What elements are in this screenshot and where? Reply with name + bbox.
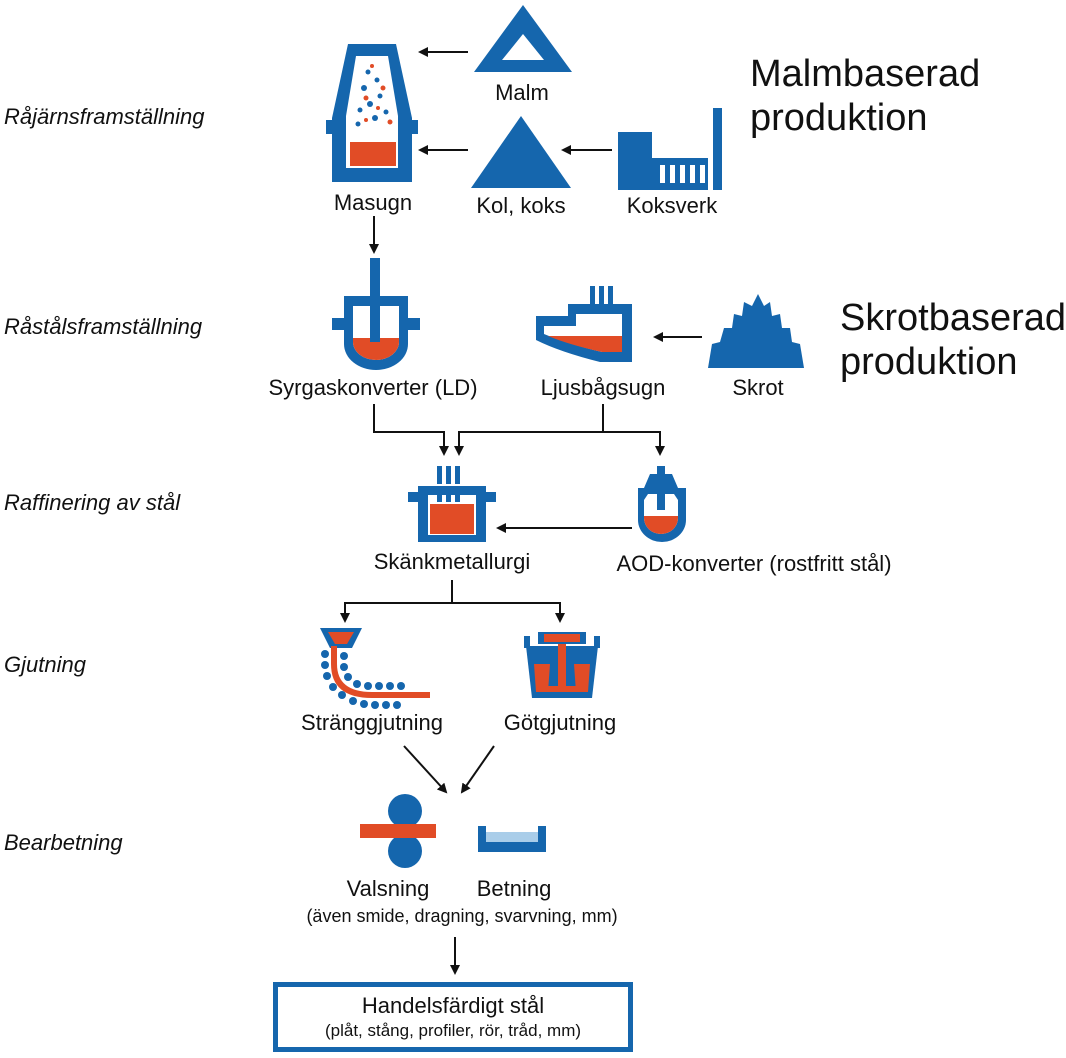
valsning-icon bbox=[360, 794, 436, 868]
stranggjutning-icon bbox=[320, 628, 430, 709]
label-skankmetallurgi: Skänkmetallurgi bbox=[373, 549, 531, 574]
heading-skrotbaserad-line2: produktion bbox=[840, 341, 1018, 383]
arrow-got-bearbetning bbox=[460, 745, 495, 794]
heading-malmbaserad-line2: produktion bbox=[750, 97, 928, 139]
arrow-ljusbag-skank bbox=[454, 404, 604, 456]
label-stranggjutning: Stränggjutning bbox=[301, 710, 443, 735]
arrow-syrgas-skank bbox=[373, 404, 449, 456]
label-syrgaskonverter: Syrgaskonverter (LD) bbox=[268, 375, 478, 400]
stage-rajarnsframstallning: Råjärnsframställning bbox=[4, 104, 205, 129]
label-gotgjutning: Götgjutning bbox=[503, 710, 617, 735]
heading-malmbaserad-line1: Malmbaserad bbox=[750, 53, 981, 95]
heading-skrotbaserad: Skrotbaserad produktion bbox=[840, 296, 1066, 384]
final-product-title: Handelsfärdigt stål bbox=[361, 993, 545, 1018]
betning-icon bbox=[478, 826, 546, 852]
label-betning: Betning bbox=[476, 876, 552, 901]
skrot-icon bbox=[708, 294, 804, 368]
stage-gjutning: Gjutning bbox=[4, 652, 86, 677]
label-koksverk: Koksverk bbox=[626, 193, 718, 218]
aod-konverter-icon bbox=[638, 466, 686, 542]
final-product-subtitle: (plåt, stång, profiler, rör, tråd, mm) bbox=[324, 1021, 582, 1040]
label-ljusbagsugn: Ljusbågsugn bbox=[540, 375, 666, 400]
ljusbagsugn-icon bbox=[536, 286, 632, 362]
label-kol: Kol, koks bbox=[476, 193, 566, 218]
heading-malmbaserad: Malmbaserad produktion bbox=[750, 52, 980, 140]
stage-bearbetning: Bearbetning bbox=[4, 830, 123, 855]
arrow-strang-bearbetning bbox=[403, 745, 448, 794]
label-masugn: Masugn bbox=[333, 190, 413, 215]
final-product-box: Handelsfärdigt stål (plåt, stång, profil… bbox=[273, 982, 633, 1052]
arrow-ljusbag-aod bbox=[603, 431, 665, 456]
heading-skrotbaserad-line1: Skrotbaserad bbox=[840, 297, 1066, 339]
arrows bbox=[340, 47, 702, 975]
skankmetallurgi-icon bbox=[408, 466, 496, 542]
kol-icon bbox=[471, 116, 571, 188]
arrow-skank-got bbox=[452, 602, 565, 623]
koksverk-icon bbox=[618, 108, 722, 190]
masugn-icon bbox=[326, 44, 418, 182]
label-bearbetning-note: (även smide, dragning, svarvning, mm) bbox=[306, 906, 618, 926]
arrow-skank-strang bbox=[340, 580, 453, 623]
malm-icon bbox=[474, 5, 572, 72]
label-malm: Malm bbox=[495, 80, 549, 105]
label-skrot: Skrot bbox=[732, 375, 784, 400]
syrgaskonverter-icon bbox=[332, 258, 420, 370]
label-aod-konverter: AOD-konverter (rostfritt stål) bbox=[616, 551, 892, 576]
label-valsning: Valsning bbox=[346, 876, 430, 901]
stage-raffinering: Raffinering av stål bbox=[4, 490, 181, 515]
stage-rastalsframstallning: Råstålsframställning bbox=[4, 314, 203, 339]
gotgjutning-icon bbox=[524, 632, 600, 698]
